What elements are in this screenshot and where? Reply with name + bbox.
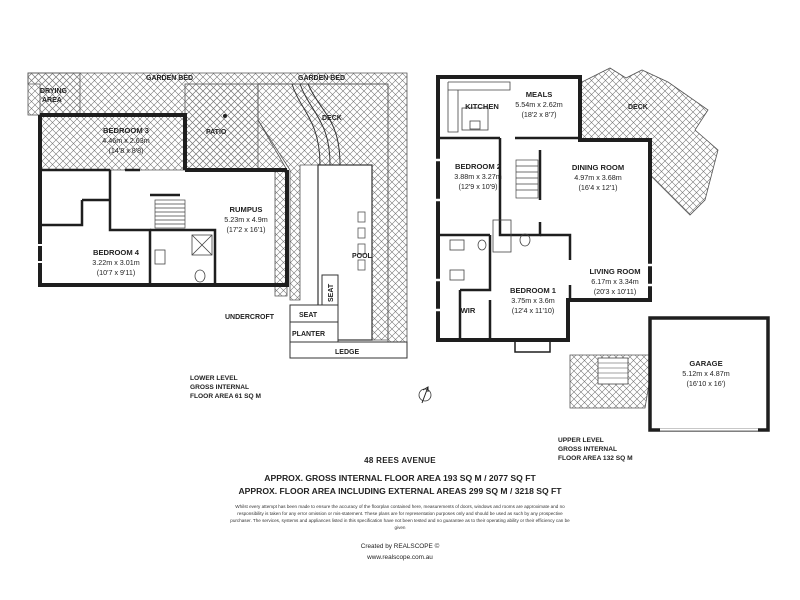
- deck-steps: [291, 83, 341, 166]
- svg-text:(18'2 x 8'7): (18'2 x 8'7): [521, 110, 556, 119]
- svg-text:GARAGE: GARAGE: [689, 359, 722, 368]
- svg-text:BEDROOM 3: BEDROOM 3: [103, 126, 149, 135]
- entry-stairs-shape: [597, 357, 629, 385]
- undercroft-label: UNDERCROFT: [225, 314, 275, 321]
- lower-bathroom-fixtures: [154, 234, 213, 283]
- svg-text:5.54m x 2.62m: 5.54m x 2.62m: [515, 100, 563, 109]
- property-address: 48 REES AVENUE: [364, 456, 436, 465]
- drying-area-label-1: DRYING: [40, 88, 68, 95]
- pool-label: POOL: [352, 253, 373, 260]
- svg-text:UPPER LEVEL: UPPER LEVEL: [558, 437, 604, 444]
- svg-text:FLOOR AREA 61 SQ M: FLOOR AREA 61 SQ M: [190, 393, 261, 400]
- drying-area-label-2: AREA: [42, 97, 62, 104]
- svg-text:WIR: WIR: [461, 306, 476, 315]
- svg-text:4.97m x 3.68m: 4.97m x 3.68m: [574, 173, 622, 182]
- svg-text:(12'9 x 10'9): (12'9 x 10'9): [458, 182, 497, 191]
- svg-text:RUMPUS: RUMPUS: [230, 205, 263, 214]
- room-living: LIVING ROOM 6.17m x 3.34m (20'3 x 10'11): [589, 267, 640, 296]
- room-bedroom-1: BEDROOM 1 3.75m x 3.6m (12'4 x 11'10): [510, 286, 557, 315]
- svg-text:LOWER LEVEL: LOWER LEVEL: [190, 375, 238, 382]
- svg-text:BEDROOM 1: BEDROOM 1: [510, 286, 557, 295]
- svg-text:(16'4 x 12'1): (16'4 x 12'1): [578, 183, 617, 192]
- svg-text:4.46m x 2.63m: 4.46m x 2.63m: [102, 136, 150, 145]
- seat-vertical-label: SEAT: [328, 283, 335, 302]
- gross-internal-area: APPROX. GROSS INTERNAL FLOOR AREA 193 SQ…: [264, 473, 536, 483]
- lower-level-plan: GARDEN BED GARDEN BED DRYING AREA PATIO …: [27, 72, 408, 400]
- lower-interior-walls: [40, 168, 217, 285]
- upper-level-area-note: UPPER LEVEL GROSS INTERNAL FLOOR AREA 13…: [558, 437, 633, 462]
- svg-text:GROSS INTERNAL: GROSS INTERNAL: [558, 446, 617, 453]
- svg-text:BEDROOM 4: BEDROOM 4: [93, 248, 140, 257]
- ledge-label: LEDGE: [335, 349, 359, 356]
- room-meals: MEALS 5.54m x 2.62m (18'2 x 8'7): [515, 90, 563, 119]
- upper-building-walls: [436, 75, 652, 342]
- lower-windows: [38, 244, 42, 263]
- room-dining: DINING ROOM 4.97m x 3.68m (16'4 x 12'1): [572, 163, 624, 192]
- seat-label: SEAT: [299, 312, 318, 319]
- upper-bathroom-fixtures: [449, 219, 531, 281]
- ledge-shape: [289, 341, 408, 359]
- room-bedroom-4: BEDROOM 4 3.22m x 3.01m (10'7 x 9'11): [92, 248, 140, 277]
- disclaimer-text: Whilst every attempt has been made to en…: [230, 504, 570, 530]
- upper-deck-label: DECK: [628, 104, 648, 111]
- svg-text:(16'10 x 16'): (16'10 x 16'): [686, 379, 725, 388]
- pool-steps: [357, 211, 366, 271]
- room-rumpus: RUMPUS 5.23m x 4.9m (17'2 x 16'1): [224, 205, 268, 234]
- svg-text:3.88m x 3.27m: 3.88m x 3.27m: [454, 172, 502, 181]
- svg-text:BEDROOM 2: BEDROOM 2: [455, 162, 501, 171]
- room-wir: WIR: [461, 306, 476, 315]
- lower-deck-shape: [257, 83, 389, 341]
- garden-bed-left-label: GARDEN BED: [146, 75, 193, 82]
- front-porch: [514, 340, 551, 353]
- room-garage: GARAGE 5.12m x 4.87m (16'10 x 16'): [682, 359, 730, 388]
- compass-icon: [418, 386, 432, 404]
- svg-text:(12'4 x 11'10): (12'4 x 11'10): [512, 306, 555, 315]
- lower-deck-label: DECK: [322, 115, 342, 122]
- patio-shape: [184, 83, 259, 171]
- svg-text:3.22m x 3.01m: 3.22m x 3.01m: [92, 258, 140, 267]
- svg-text:(10'7 x 9'11): (10'7 x 9'11): [97, 268, 136, 277]
- kitchen-cabinets: [447, 81, 511, 133]
- lower-level-area-note: LOWER LEVEL GROSS INTERNAL FLOOR AREA 61…: [190, 375, 261, 400]
- svg-text:5.12m x 4.87m: 5.12m x 4.87m: [682, 369, 730, 378]
- svg-text:LIVING ROOM: LIVING ROOM: [589, 267, 640, 276]
- website-link[interactable]: www.realscope.com.au: [367, 554, 433, 561]
- garden-bed-right-label: GARDEN BED: [298, 75, 345, 82]
- svg-text:6.17m x 3.34m: 6.17m x 3.34m: [591, 277, 639, 286]
- entry-stair-treads: [598, 362, 628, 379]
- area-including-external: APPROX. FLOOR AREA INCLUDING EXTERNAL AR…: [238, 486, 562, 496]
- upper-windows: [436, 158, 652, 312]
- svg-text:GROSS INTERNAL: GROSS INTERNAL: [190, 384, 249, 391]
- room-kitchen: KITCHEN: [465, 102, 499, 111]
- svg-text:3.75m x 3.6m: 3.75m x 3.6m: [511, 296, 555, 305]
- svg-text:FLOOR AREA 132 SQ M: FLOOR AREA 132 SQ M: [558, 455, 633, 462]
- lower-stairs: [154, 199, 186, 229]
- patio-label: PATIO: [206, 129, 227, 136]
- planter-label: PLANTER: [292, 331, 325, 338]
- room-bedroom-2: BEDROOM 2 3.88m x 3.27m (12'9 x 10'9): [454, 162, 502, 191]
- lower-building-walls: [38, 113, 289, 287]
- svg-text:MEALS: MEALS: [526, 90, 553, 99]
- upper-interior-walls: [438, 136, 580, 340]
- svg-text:(14'8 x 8'8): (14'8 x 8'8): [108, 146, 143, 155]
- svg-text:KITCHEN: KITCHEN: [465, 102, 499, 111]
- credit-line: Created by REALSCOPE ©: [360, 543, 440, 550]
- room-bedroom-3: BEDROOM 3 4.46m x 2.63m (14'8 x 8'8): [102, 126, 150, 155]
- patio-post: [223, 114, 227, 118]
- svg-text:DINING ROOM: DINING ROOM: [572, 163, 624, 172]
- upper-level-plan: DECK KITCHEN MEALS 5.54m x 2.62m (18'2 x…: [436, 67, 770, 462]
- svg-text:(20'3 x 10'11): (20'3 x 10'11): [594, 287, 637, 296]
- svg-text:(17'2 x 16'1): (17'2 x 16'1): [226, 225, 265, 234]
- svg-text:5.23m x 4.9m: 5.23m x 4.9m: [224, 215, 268, 224]
- upper-stairs: [515, 159, 539, 199]
